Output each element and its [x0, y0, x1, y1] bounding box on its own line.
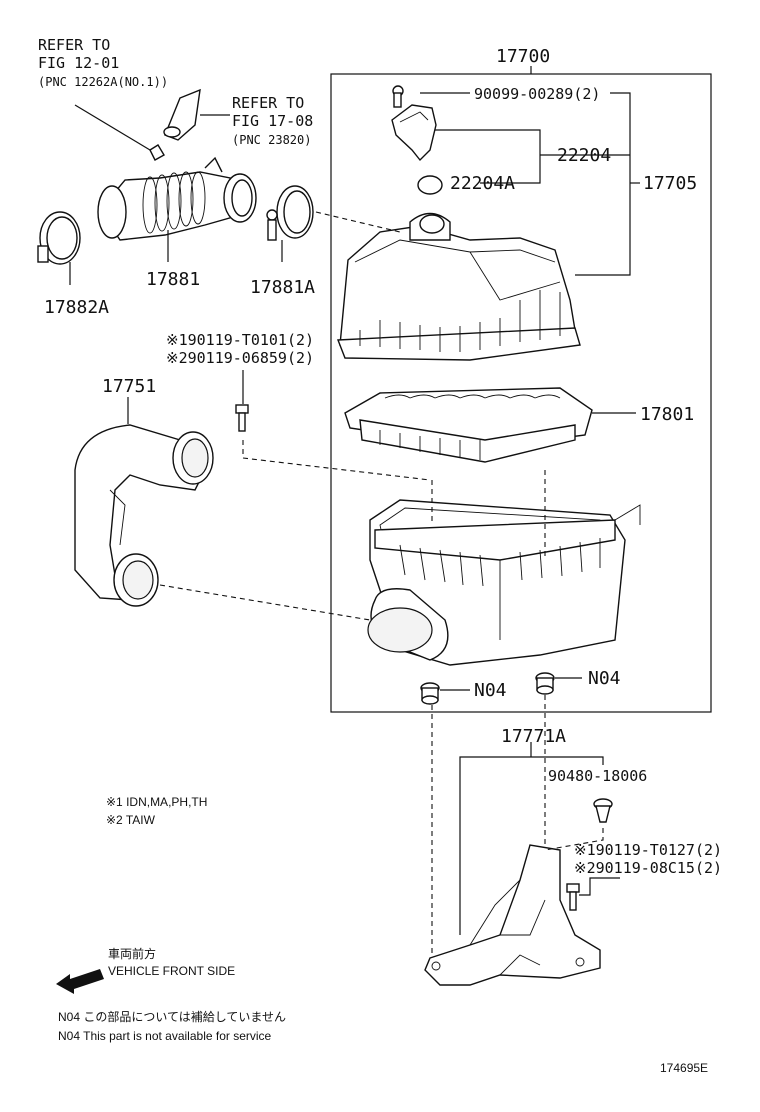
label-17882A: 17882A: [44, 297, 109, 318]
vehicle-front-arrow-icon: [56, 969, 104, 994]
hose-clamp-17882A: [37, 211, 81, 285]
label-17881: 17881: [146, 269, 200, 290]
label-22204A: 22204A: [450, 173, 515, 194]
note-1: ※1 IDN,MA,PH,TH: [106, 795, 207, 809]
front-label-en: VEHICLE FRONT SIDE: [108, 964, 235, 978]
assembly-17700-box: [330, 73, 712, 713]
label-90119-b2: ※290119-08C15(2): [574, 859, 722, 877]
grommet-n04-left: [420, 682, 470, 705]
figure-id: 174695E: [660, 1061, 708, 1075]
bolt-90119-lower: [566, 877, 620, 911]
label-90119-a2: ※290119-06859(2): [166, 349, 314, 367]
intake-hose-17881: [97, 156, 257, 262]
ref2-line3: (PNC 23820): [232, 133, 311, 147]
intake-duct-17751: [74, 397, 214, 607]
label-90119-b1: ※190119-T0127(2): [574, 841, 722, 859]
grommet-n04-right: [535, 672, 582, 695]
n04-note-en: N04 This part is not available for servi…: [58, 1029, 272, 1043]
ref1-line3: (PNC 12262A(NO.1)): [38, 75, 168, 89]
label-90480: 90480-18006: [548, 767, 647, 785]
bolt-90119-upper: [235, 370, 249, 432]
label-17700: 17700: [496, 46, 550, 67]
n04-note-jp: N04 この部品については補給していません: [58, 1009, 286, 1024]
air-flow-sensor-22204: [391, 85, 470, 195]
label-n04-left: N04: [474, 680, 507, 701]
hose-clamp-17881A: [266, 185, 314, 262]
label-90099: 90099-00289(2): [474, 85, 600, 103]
air-cleaner-cap-17705: [336, 212, 581, 361]
air-cleaner-case-lower: [367, 499, 641, 666]
label-17705: 17705: [643, 173, 697, 194]
ref1-line2: FIG 12-01: [38, 54, 119, 72]
air-filter-17801: [344, 387, 636, 463]
ref2-line2: FIG 17-08: [232, 112, 313, 130]
clip-90480: [593, 798, 613, 823]
bracket-17771A: [424, 844, 601, 986]
label-17771A: 17771A: [501, 726, 566, 747]
label-n04-right: N04: [588, 668, 621, 689]
label-90119-a1: ※190119-T0101(2): [166, 331, 314, 349]
label-17751: 17751: [102, 376, 156, 397]
note-2: ※2 TAIW: [106, 813, 156, 827]
front-label-jp: 車両前方: [108, 946, 156, 961]
label-22204: 22204: [557, 145, 611, 166]
label-17881A: 17881A: [250, 277, 315, 298]
ref1-line1: REFER TO: [38, 36, 110, 54]
ref2-line1: REFER TO: [232, 94, 304, 112]
label-17801: 17801: [640, 404, 694, 425]
